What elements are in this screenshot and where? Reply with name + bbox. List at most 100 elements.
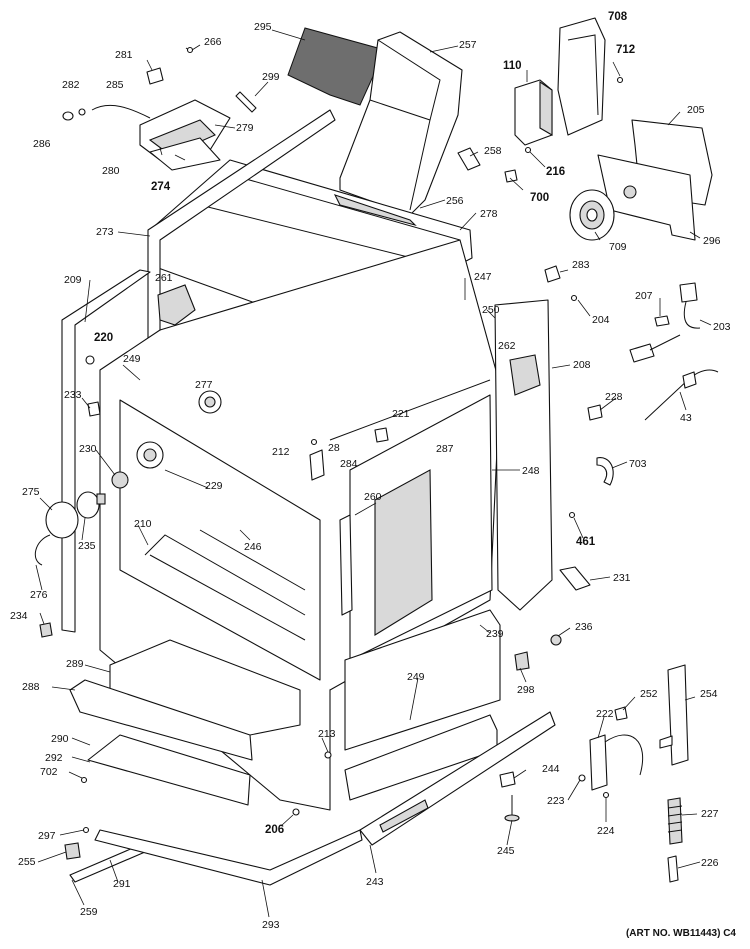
label-266: 266 xyxy=(204,36,222,48)
part-234-clip xyxy=(39,622,53,638)
label-262: 262 xyxy=(498,340,516,352)
part-43-sensor xyxy=(644,369,719,421)
part-207-connector xyxy=(654,315,670,327)
part-287-shield xyxy=(349,394,493,661)
label-244: 244 xyxy=(542,763,560,775)
label-249-lower: 249 xyxy=(407,671,425,683)
label-212: 212 xyxy=(272,446,290,458)
part-228-clip xyxy=(587,404,603,421)
part-229-flange xyxy=(136,441,164,469)
part-227-spring xyxy=(667,797,683,845)
part-709-fan xyxy=(569,189,615,241)
label-206: 206 xyxy=(265,824,284,836)
label-226: 226 xyxy=(701,857,719,869)
part-298-fitting xyxy=(514,651,530,671)
label-297: 297 xyxy=(38,830,56,842)
part-281-clip xyxy=(146,67,164,85)
label-277: 277 xyxy=(195,379,213,391)
part-245-leveler xyxy=(504,795,520,822)
label-258: 258 xyxy=(484,145,502,157)
label-209: 209 xyxy=(64,274,82,286)
label-222: 222 xyxy=(596,708,614,720)
label-278: 278 xyxy=(480,208,498,220)
label-276: 276 xyxy=(30,589,48,601)
part-224-screw xyxy=(602,791,610,799)
label-283: 283 xyxy=(572,259,590,271)
part-252-pin xyxy=(614,706,628,721)
label-288: 288 xyxy=(22,681,40,693)
label-243: 243 xyxy=(366,876,384,888)
part-221-clip xyxy=(374,427,389,443)
part-260-bracket xyxy=(339,514,353,616)
part-286-fitting xyxy=(62,111,74,121)
label-289: 289 xyxy=(66,658,84,670)
part-206-screw xyxy=(292,808,300,816)
label-703: 703 xyxy=(629,458,647,470)
part-283-clip xyxy=(544,265,561,283)
label-257: 257 xyxy=(459,39,477,51)
part-230-socket xyxy=(111,471,129,489)
part-213-screw xyxy=(324,751,332,759)
label-230: 230 xyxy=(79,443,97,455)
part-279-280-274-ignitor-assembly xyxy=(139,99,231,171)
label-249-upper: 249 xyxy=(123,353,141,365)
part-700-fitting xyxy=(504,169,518,183)
label-254: 254 xyxy=(700,688,718,700)
part-703-bracket xyxy=(596,457,614,486)
label-208: 208 xyxy=(573,359,591,371)
label-220: 220 xyxy=(94,332,113,344)
label-28: 28 xyxy=(328,442,340,454)
part-255-foot xyxy=(64,842,81,860)
label-228: 228 xyxy=(605,391,623,403)
label-292: 292 xyxy=(45,752,63,764)
part-203-harness xyxy=(629,282,701,363)
part-220-screw xyxy=(85,355,95,365)
part-295-insulation xyxy=(287,27,386,106)
part-275-lamp-cover xyxy=(45,501,79,539)
part-702-screw xyxy=(80,776,88,784)
label-236: 236 xyxy=(575,621,593,633)
label-213: 213 xyxy=(318,728,336,740)
part-208-side-panel xyxy=(494,299,553,611)
part-256-baffle xyxy=(333,194,417,227)
label-227: 227 xyxy=(701,808,719,820)
part-296-shield xyxy=(597,154,696,241)
label-207: 207 xyxy=(635,290,653,302)
part-243-kickplate xyxy=(359,711,556,846)
label-229: 229 xyxy=(205,480,223,492)
label-286: 286 xyxy=(33,138,51,150)
part-233-bracket xyxy=(87,401,101,417)
part-226-link xyxy=(667,855,679,883)
part-254-hinge xyxy=(659,664,689,766)
part-712-screw xyxy=(616,76,624,84)
part-number-labels: 295 257 266 281 282 285 286 299 279 280 … xyxy=(10,11,731,931)
label-248: 248 xyxy=(522,465,540,477)
part-257-vent-duct xyxy=(339,31,463,216)
label-261: 261 xyxy=(155,272,173,284)
part-210-246-oven-liner xyxy=(144,529,306,616)
label-709: 709 xyxy=(609,241,627,253)
part-216-screw xyxy=(524,146,532,154)
part-277-flange xyxy=(198,390,222,414)
part-261-part xyxy=(157,284,196,326)
label-259: 259 xyxy=(80,906,98,918)
label-280: 280 xyxy=(102,165,120,177)
label-284: 284 xyxy=(340,458,358,470)
label-250: 250 xyxy=(482,304,500,316)
part-223-roller xyxy=(578,774,586,782)
part-299-bolt xyxy=(235,91,257,113)
label-260: 260 xyxy=(364,491,382,503)
part-258-bracket xyxy=(457,147,481,171)
part-209-side-trim xyxy=(61,269,151,633)
label-247: 247 xyxy=(474,271,492,283)
label-221: 221 xyxy=(392,408,410,420)
part-239-frame xyxy=(344,609,501,751)
label-461: 461 xyxy=(576,536,596,548)
part-282-fitting xyxy=(78,108,86,116)
label-216: 216 xyxy=(546,166,565,178)
part-236-screw xyxy=(550,634,562,646)
part-222-hinge-arm xyxy=(589,734,644,791)
label-234: 234 xyxy=(10,610,28,622)
part-288-drawer-front xyxy=(69,679,253,761)
